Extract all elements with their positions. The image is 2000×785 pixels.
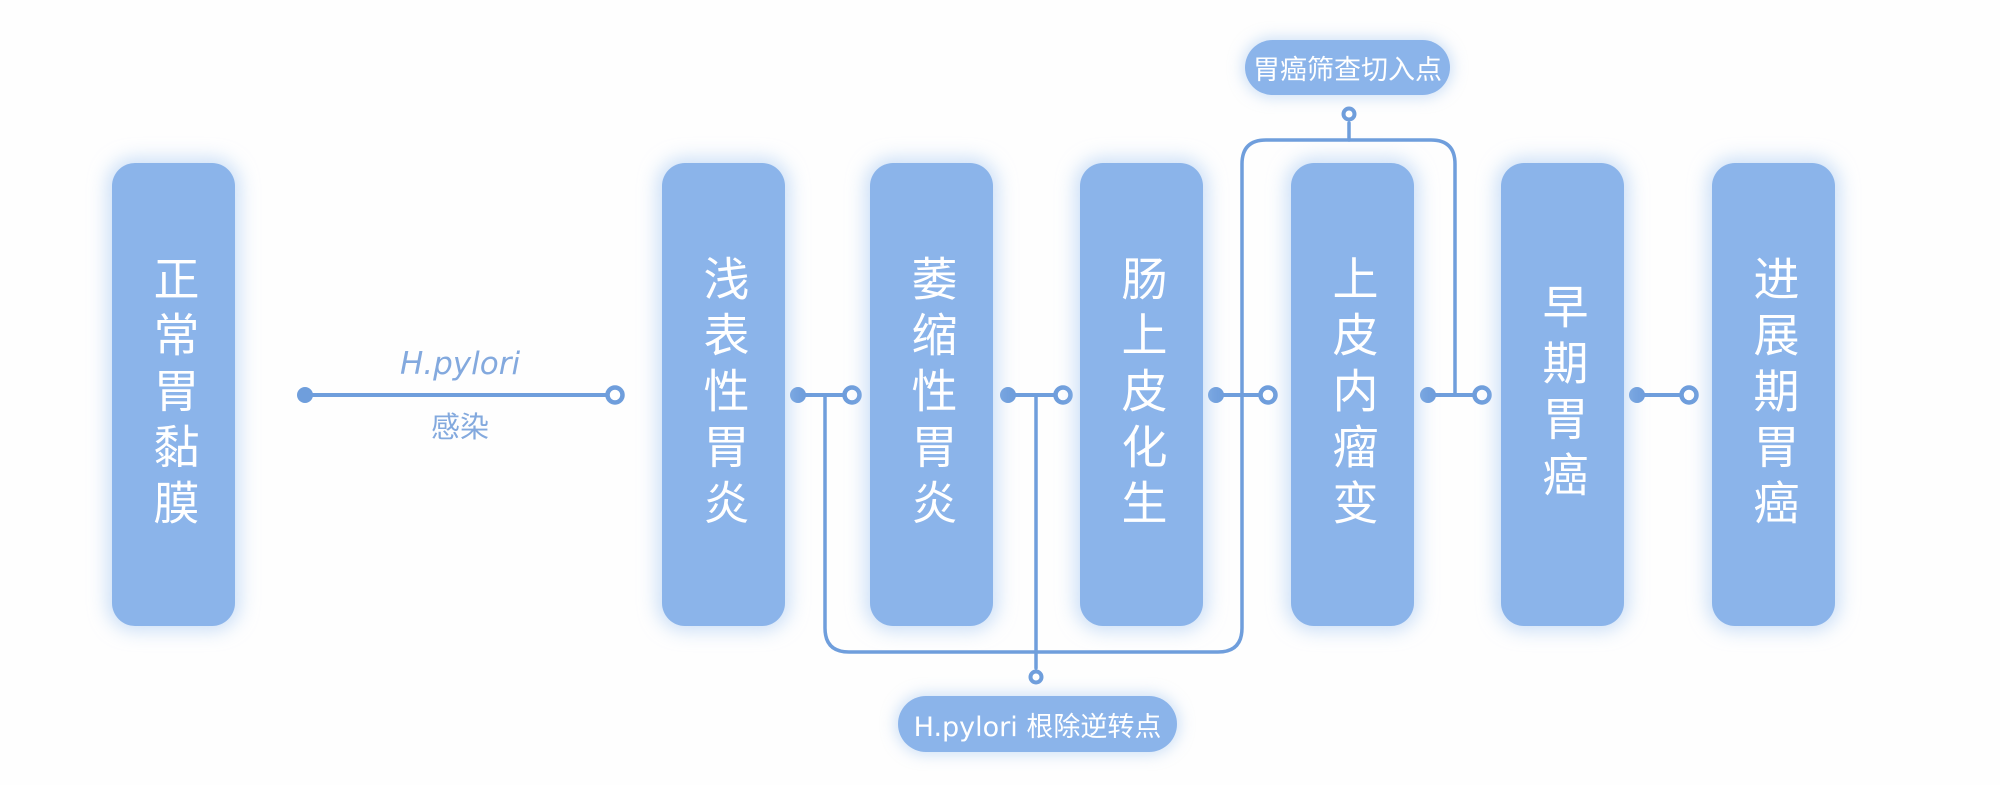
connector-6-7-start-dot-icon — [1629, 387, 1645, 403]
stage-label: 上皮内瘤变 — [1325, 254, 1380, 535]
stage-box-intraepithelial-neoplasia: 上皮内瘤变 — [1291, 163, 1414, 626]
connector-4-5-end-ring-icon — [1258, 385, 1278, 405]
stage-box-early-gastric-cancer: 早期胃癌 — [1501, 163, 1624, 626]
callout-label: H.pylori 根除逆转点 — [913, 711, 1162, 743]
connector-4-5-start-dot-icon — [1208, 387, 1224, 403]
stage-box-intestinal-metaplasia: 肠上皮化生 — [1080, 163, 1203, 626]
connector-1-2-start-dot-icon — [297, 387, 313, 403]
connector-2-3-start-dot-icon — [790, 387, 806, 403]
bottom-callout-node-icon — [1028, 669, 1044, 685]
callout-eradication-reversal-point: H.pylori 根除逆转点 — [898, 696, 1177, 752]
stage-box-superficial-gastritis: 浅表性胃炎 — [662, 163, 785, 626]
top-callout-node-icon — [1341, 106, 1357, 122]
connector-3-4-start-dot-icon — [1000, 387, 1016, 403]
callout-label: 胃癌筛查切入点 — [1253, 55, 1442, 86]
stage-label: 早期胃癌 — [1535, 282, 1590, 507]
stage-box-advanced-gastric-cancer: 进展期胃癌 — [1712, 163, 1835, 626]
edge-label-infection: 感染 — [430, 410, 489, 444]
connector-2-3-end-ring-icon — [842, 385, 862, 405]
edge-label-hpylori: H.pylori — [399, 346, 521, 382]
callout-screening-entry-point: 胃癌筛查切入点 — [1245, 40, 1450, 95]
stage-label: 进展期胃癌 — [1746, 254, 1801, 535]
connector-5-6-end-ring-icon — [1472, 385, 1492, 405]
connector-3-4-end-ring-icon — [1053, 385, 1073, 405]
stage-box-normal-mucosa: 正常胃黏膜 — [112, 163, 235, 626]
stage-label: 肠上皮化生 — [1114, 254, 1169, 535]
stage-label: 浅表性胃炎 — [696, 254, 751, 535]
connector-1-2-end-ring-icon — [605, 385, 625, 405]
connector-6-7-end-ring-icon — [1679, 385, 1699, 405]
stage-label: 正常胃黏膜 — [146, 254, 201, 535]
stage-box-atrophic-gastritis: 萎缩性胃炎 — [870, 163, 993, 626]
connector-5-6-start-dot-icon — [1420, 387, 1436, 403]
stage-label: 萎缩性胃炎 — [904, 254, 959, 535]
